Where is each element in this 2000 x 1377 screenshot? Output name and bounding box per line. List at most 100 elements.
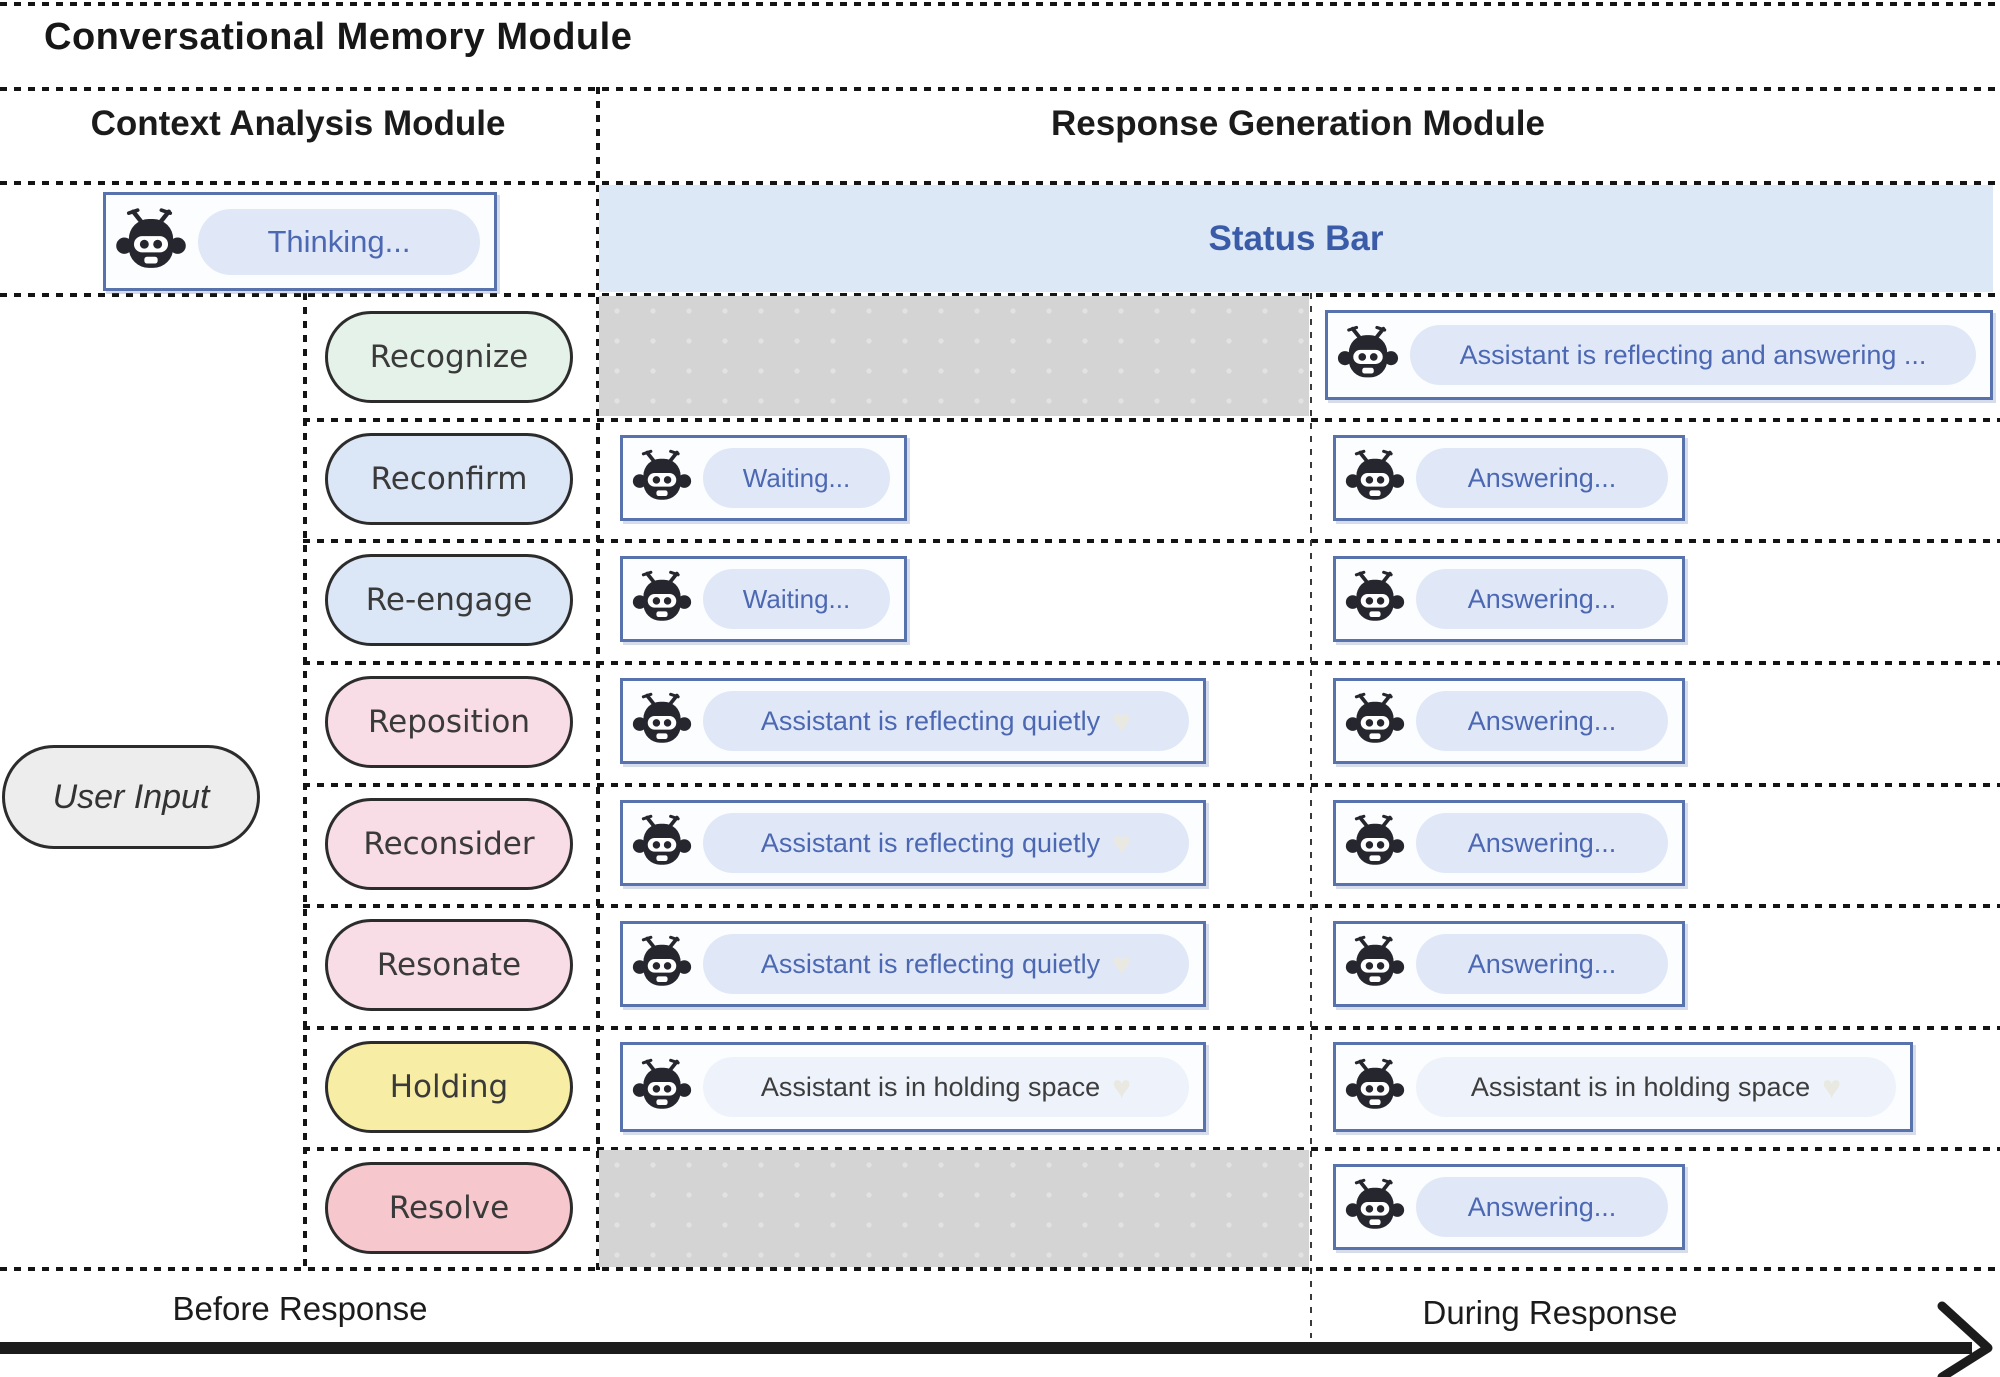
status-pill: Assistant is reflecting quietly ♥ [703, 813, 1189, 873]
status-pill: Answering... [1416, 569, 1668, 629]
status-text: Assistant is reflecting quietly [760, 948, 1101, 979]
stage-label: Reconsider [363, 826, 535, 862]
thinking-label: Thinking... [267, 223, 411, 259]
grid-line-bottom [0, 1267, 2000, 1271]
page-title: Conversational Memory Module [44, 16, 633, 58]
status-pill: Answering... [1416, 691, 1668, 751]
robot-icon [631, 570, 693, 623]
robot-icon [1344, 814, 1406, 867]
stage-label: Reconfirm [370, 461, 528, 497]
status-box-reposition-during: Answering... [1333, 678, 1685, 764]
robot-icon [1344, 935, 1406, 988]
stage-pill-reconsider: Reconsider [325, 798, 573, 890]
during-response-label: During Response [1422, 1294, 1678, 1331]
stage-pill-holding: Holding [325, 1041, 573, 1133]
status-bar: Status Bar [599, 185, 1993, 292]
status-box-reconsider-during: Answering... [1333, 800, 1685, 886]
grid-line-top [0, 2, 2000, 6]
robot-icon [1344, 1058, 1406, 1111]
status-text: Assistant is reflecting quietly [760, 827, 1101, 858]
status-text: Answering... [1467, 462, 1617, 493]
context-module-header: Context Analysis Module [90, 104, 506, 143]
grid-line-below-headers [0, 181, 2000, 185]
row-separator [303, 1147, 2000, 1151]
status-pill: Assistant is reflecting and answering ..… [1410, 325, 1976, 385]
stage-label: Resonate [376, 947, 522, 983]
status-text: Answering... [1467, 705, 1617, 736]
white-heart-icon: ♥ [1112, 825, 1132, 861]
robot-icon [114, 205, 188, 279]
row-separator [303, 539, 2000, 543]
stage-pill-resonate: Resonate [325, 919, 573, 1011]
row-separator [303, 904, 2000, 908]
white-heart-icon: ♥ [1112, 703, 1132, 739]
robot-icon [631, 814, 693, 867]
status-box-reconfirm-before: Waiting... [620, 435, 907, 521]
robot-icon [1344, 692, 1406, 745]
timeline-arrow [0, 1301, 1993, 1377]
status-text: Answering... [1467, 1191, 1617, 1222]
status-pill: Answering... [1416, 813, 1668, 873]
robot-icon [631, 692, 693, 745]
status-box-reconsider-before: Assistant is reflecting quietly ♥ [620, 800, 1206, 886]
status-pill: Waiting... [703, 448, 890, 508]
status-pill: Answering... [1416, 1177, 1668, 1237]
stage-column-divider [303, 293, 307, 1271]
status-text: Waiting... [742, 583, 851, 614]
status-bar-label: Status Bar [1208, 218, 1384, 258]
status-box-resolve-during: Answering... [1333, 1164, 1685, 1250]
status-box-holding-during: Assistant is in holding space ♥ [1333, 1042, 1913, 1132]
grid-line-below-title [0, 87, 2000, 91]
stage-label: Resolve [388, 1190, 510, 1226]
empty-cell-recognize-before [599, 296, 1309, 416]
status-box-re-engage-during: Answering... [1333, 556, 1685, 642]
stage-pill-reconfirm: Reconfirm [325, 433, 573, 525]
white-heart-icon: ♥ [1112, 946, 1132, 982]
robot-icon [631, 935, 693, 988]
stage-pill-recognize: Recognize [325, 311, 573, 403]
status-pill: Answering... [1416, 448, 1668, 508]
row-separator [303, 783, 2000, 787]
robot-icon [1344, 449, 1406, 502]
empty-cell-resolve-before [599, 1150, 1309, 1267]
stage-pill-resolve: Resolve [325, 1162, 573, 1254]
status-text: Answering... [1467, 948, 1617, 979]
status-pill: Assistant is in holding space ♥ [1416, 1057, 1896, 1117]
status-pill: Assistant is in holding space♥ [703, 1057, 1189, 1117]
status-box-re-engage-before: Waiting... [620, 556, 907, 642]
status-text: Assistant is in holding space [1470, 1071, 1811, 1102]
stage-label: Re-engage [365, 582, 533, 618]
status-pill: Waiting... [703, 569, 890, 629]
status-pill: Answering... [1416, 934, 1668, 994]
grid-line-below-statusbar [0, 293, 2000, 297]
status-box-reconfirm-during: Answering... [1333, 435, 1685, 521]
status-pill: Assistant is reflecting quietly ♥ [703, 934, 1189, 994]
before-during-divider [1310, 293, 1312, 1338]
user-input-label: User Input [52, 777, 210, 816]
status-text: Answering... [1467, 827, 1617, 858]
thinking-status-box: Thinking... [103, 192, 497, 291]
status-text: Assistant is in holding space [760, 1071, 1101, 1102]
stage-label: Recognize [369, 339, 529, 375]
robot-icon [631, 449, 693, 502]
status-box-resonate-during: Answering... [1333, 921, 1685, 1007]
row-separator [303, 1026, 2000, 1030]
module-divider [596, 87, 600, 1271]
robot-icon [631, 1058, 693, 1111]
stage-pill-re-engage: Re-engage [325, 554, 573, 646]
status-box-resonate-before: Assistant is reflecting quietly ♥ [620, 921, 1206, 1007]
robot-icon [1344, 570, 1406, 623]
status-text: Assistant is reflecting quietly [760, 705, 1101, 736]
status-box-recognize-during: Assistant is reflecting and answering ..… [1325, 310, 1993, 400]
stage-label: Reposition [367, 704, 530, 740]
status-box-reposition-before: Assistant is reflecting quietly ♥ [620, 678, 1206, 764]
status-text: Assistant is reflecting and answering ..… [1459, 339, 1927, 370]
robot-icon [1344, 1178, 1406, 1231]
user-input-node: User Input [2, 745, 260, 849]
white-heart-icon: ♥ [1822, 1069, 1842, 1105]
robot-icon [1336, 325, 1400, 380]
thinking-pill: Thinking... [198, 208, 480, 275]
stage-label: Holding [389, 1069, 509, 1105]
status-box-holding-before: Assistant is in holding space♥ [620, 1042, 1206, 1132]
